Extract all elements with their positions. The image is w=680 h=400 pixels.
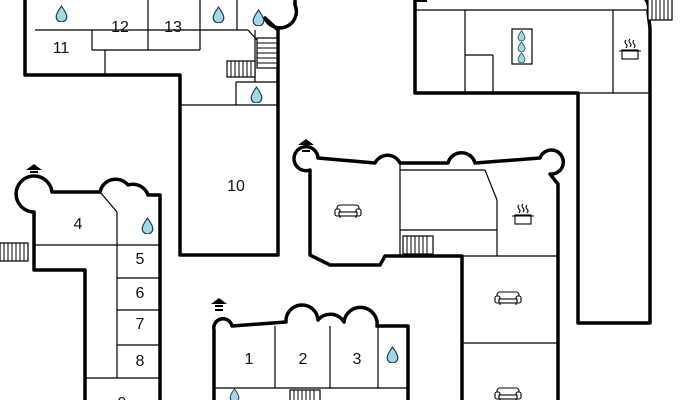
water-drop-icon	[511, 28, 533, 65]
room-label-7: 7	[136, 316, 145, 333]
room-label-10: 10	[227, 178, 245, 195]
sofa-icon	[494, 387, 522, 400]
room-label-2: 2	[299, 351, 308, 368]
room-label-4: 4	[74, 216, 83, 233]
stairs-icon	[402, 235, 434, 255]
room-label-9: 9	[118, 395, 127, 400]
room-label-13: 13	[164, 19, 182, 36]
building-west	[14, 174, 162, 400]
building-west-walls	[14, 174, 162, 400]
room-label-3: 3	[353, 351, 362, 368]
room-label-8: 8	[136, 353, 145, 370]
building-south-walls	[212, 303, 410, 400]
room-label-6: 6	[136, 285, 145, 302]
stairs-icon	[289, 389, 321, 400]
room-label-1: 1	[245, 351, 254, 368]
room-label-5: 5	[136, 251, 145, 268]
room-label-11: 11	[53, 40, 70, 57]
stairs-icon	[226, 60, 256, 78]
sofa-icon	[334, 204, 362, 219]
building-south	[212, 303, 410, 400]
chimney-icon	[211, 298, 227, 311]
chimney-icon	[415, 0, 427, 2]
stairs-icon	[0, 242, 29, 262]
sofa-icon	[494, 291, 522, 306]
stairs-icon	[256, 37, 278, 69]
room-label-12: 12	[111, 19, 129, 36]
stairs-icon	[647, 0, 673, 21]
